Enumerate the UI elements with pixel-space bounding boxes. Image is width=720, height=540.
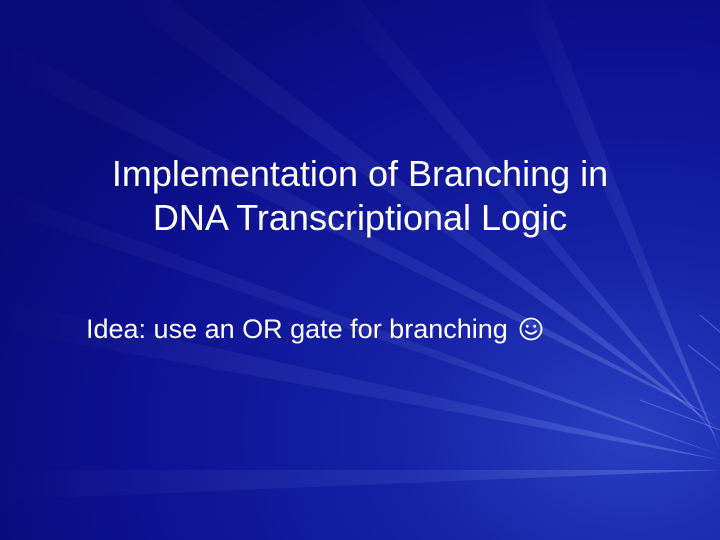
smiley-face-icon — [519, 317, 543, 341]
slide-title: Implementation of Branching in DNA Trans… — [111, 153, 609, 238]
body-text: Idea: use an OR gate for branching — [86, 314, 508, 344]
slide-body: Idea: use an OR gate for branching — [86, 312, 686, 346]
